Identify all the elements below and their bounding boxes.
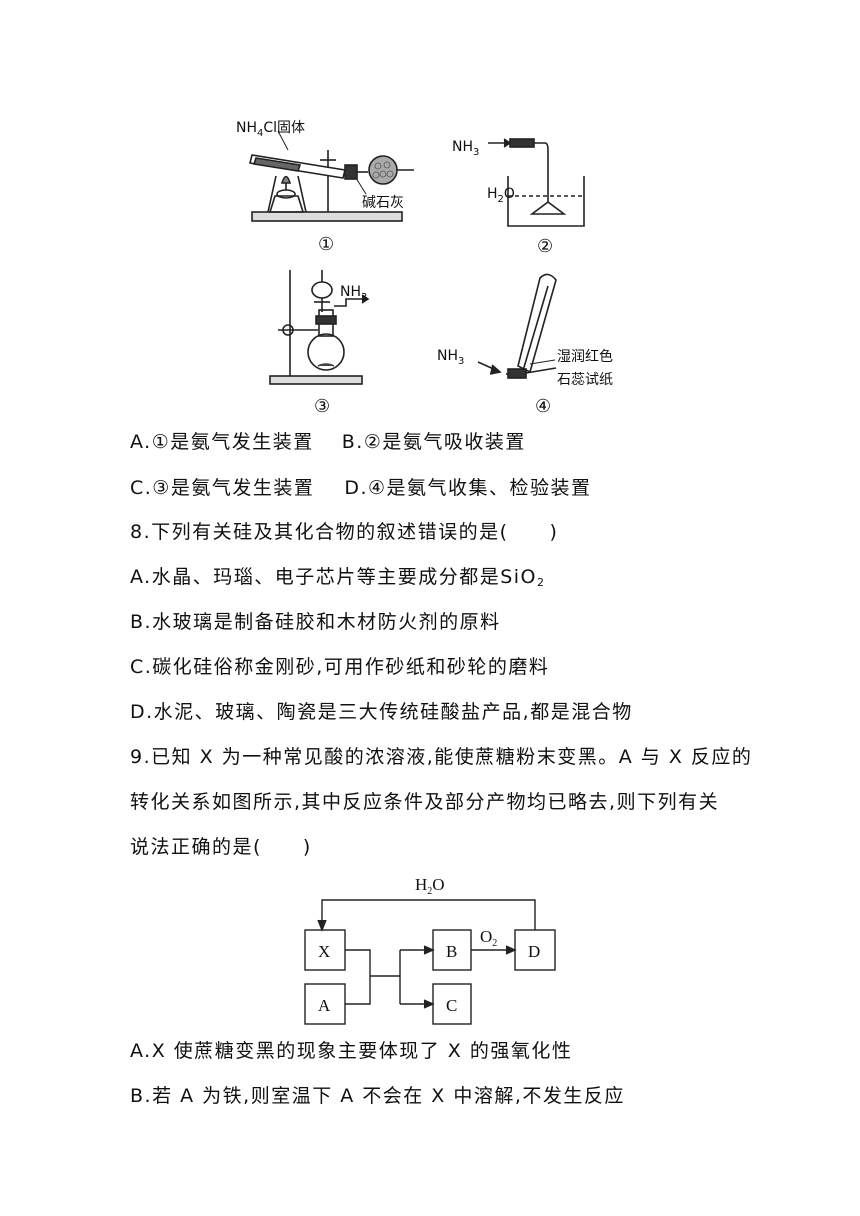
fig4-gas-tube [521,285,549,375]
fig1-number: ① [318,234,334,254]
fig3-number: ③ [314,396,330,416]
q9-oxygen-label: O2 [480,927,497,949]
fig1-alcohol-burner [268,195,305,213]
q7-option-b: B.②是氨气吸收装置 [341,431,526,453]
fig1-solid-label: NH4Cl固体 [236,120,305,139]
q9-water-loop-arrow [321,899,536,930]
fig2-liquid-label: H2O [487,186,515,205]
q9-stem-line1: 9.已知 X 为一种常见酸的浓溶液,能使蔗糖粉末变黑。A 与 X 反应的 [130,746,753,768]
q9-option-b: B.若 A 为铁,则室温下 A 不会在 X 中溶解,不发生反应 [130,1085,625,1107]
q9-label-x: X [318,942,330,961]
fig2-number: ② [537,236,553,256]
fig2-inverted-funnel [529,201,567,215]
q7-option-c: C.③是氨气发生装置 [130,477,315,499]
q9-water-label: H2O [415,875,445,897]
q9-stem-line3: 说法正确的是( ) [130,836,312,858]
q7-option-d: D.④是氨气收集、检验装置 [344,477,592,499]
fig1-drying-tube [368,155,398,185]
fig4-gas-label: NH3 [437,348,464,367]
q9-label-c: C [446,996,457,1015]
q9-conversion-diagram: H2O O2 X A B C D [304,875,556,1025]
fig4-number: ④ [535,396,551,416]
fig1-base [251,211,403,222]
fig3-gas-label: NH3 [340,284,367,303]
fig1-absorbent-label: 碱石灰 [362,195,404,211]
q9-option-a: A.X 使蔗糖变黑的现象主要体现了 X 的强氧化性 [130,1040,573,1062]
q9-label-b: B [446,942,457,961]
fig2-beaker [507,176,585,227]
fig3-separatory-funnel [311,281,333,299]
fig2-delivery-tube [534,142,549,202]
q7-option-a-b-row: A.①是氨气发生装置 B.②是氨气吸收装置 [130,430,526,454]
fig2-gas-label: NH3 [452,139,479,158]
apparatus-figures: NH4Cl固体 碱石灰 ① NH3 H2O ② NH3 ③ [236,120,613,416]
fig3-base [269,375,363,385]
fig3-gas-outlet [334,298,366,307]
fig4-paper-label-line1: 湿润红色 [557,348,613,365]
fig4-paper-label-line2: 石蕊试纸 [557,372,613,388]
q7-option-a: A.①是氨气发生装置 [130,431,314,453]
q8-stem: 8.下列有关硅及其化合物的叙述错误的是( ) [130,521,559,543]
q9-label-a: A [318,996,331,1015]
q8-option-b: B.水玻璃是制备硅胶和木材防火剂的原料 [130,611,501,633]
fig3-round-flask [307,333,345,371]
q9-stem-line2: 转化关系如图所示,其中反应条件及部分产物均已略去,则下列有关 [130,791,720,813]
q8-option-c: C.碳化硅俗称金刚砂,可用作砂纸和砂轮的磨料 [130,656,550,678]
q8-option-a: A.水晶、玛瑙、电子芯片等主要成分都是SiO2 [130,566,544,589]
q9-label-d: D [528,942,540,961]
q8-option-d: D.水泥、玻璃、陶瓷是三大传统硅酸盐产品,都是混合物 [130,701,633,723]
q7-option-c-d-row: C.③是氨气发生装置 D.④是氨气收集、检验装置 [130,476,592,500]
fig1-nh4cl-solid [252,157,302,172]
fig1-flame-icon [280,175,292,184]
